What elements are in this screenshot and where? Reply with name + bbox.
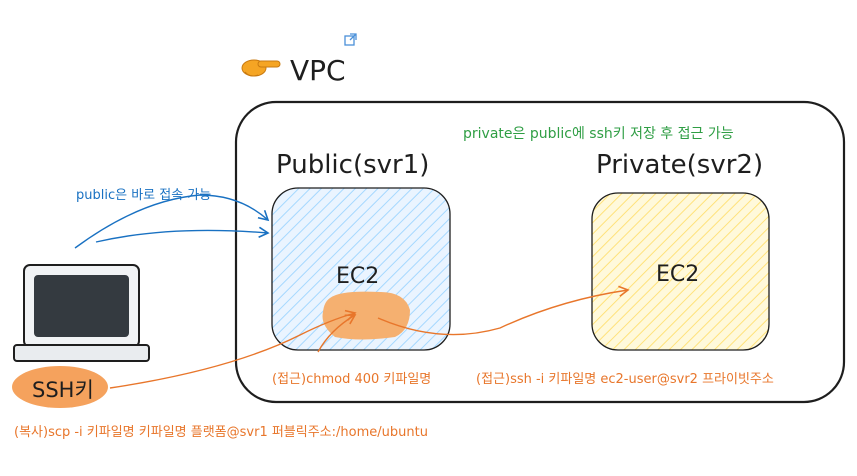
annotation-ssh-private: (접근)ssh -i 키파일명 ec2-user@svr2 프라이빗주소 <box>476 372 774 387</box>
vpc-boundary <box>234 100 846 404</box>
private-server-title: Private(svr2) <box>596 150 764 180</box>
private-server-box <box>591 192 770 351</box>
arrow-chmod <box>317 314 357 353</box>
arrow-public-direct-lower <box>95 226 270 243</box>
annotation-public-direct: public은 바로 접속 가능 <box>76 188 212 203</box>
private-ec2-label: EC2 <box>656 262 700 287</box>
arrow-public-direct-upper <box>74 194 270 249</box>
public-key-blob <box>322 291 410 340</box>
pointing-hand-icon <box>241 59 281 77</box>
arrow-scp-copy <box>109 309 357 389</box>
ssh-key-blob <box>12 366 108 408</box>
external-link-icon[interactable] <box>344 33 357 46</box>
vpc-title: VPC <box>290 54 346 87</box>
annotation-chmod: (접근)chmod 400 키파일명 <box>272 372 432 387</box>
public-server-title: Public(svr1) <box>276 150 430 180</box>
public-ec2-label: EC2 <box>336 264 380 289</box>
computer-icon <box>13 264 150 362</box>
ssh-key-label: SSH키 <box>32 378 94 402</box>
annotation-scp: (복사)scp -i 키파일명 키파일명 플랫폼@svr1 퍼블릭주소:/hom… <box>14 425 428 440</box>
vpc-note: private은 public에 ssh키 저장 후 접근 가능 <box>463 126 734 142</box>
arrow-ssh-private <box>377 285 630 336</box>
